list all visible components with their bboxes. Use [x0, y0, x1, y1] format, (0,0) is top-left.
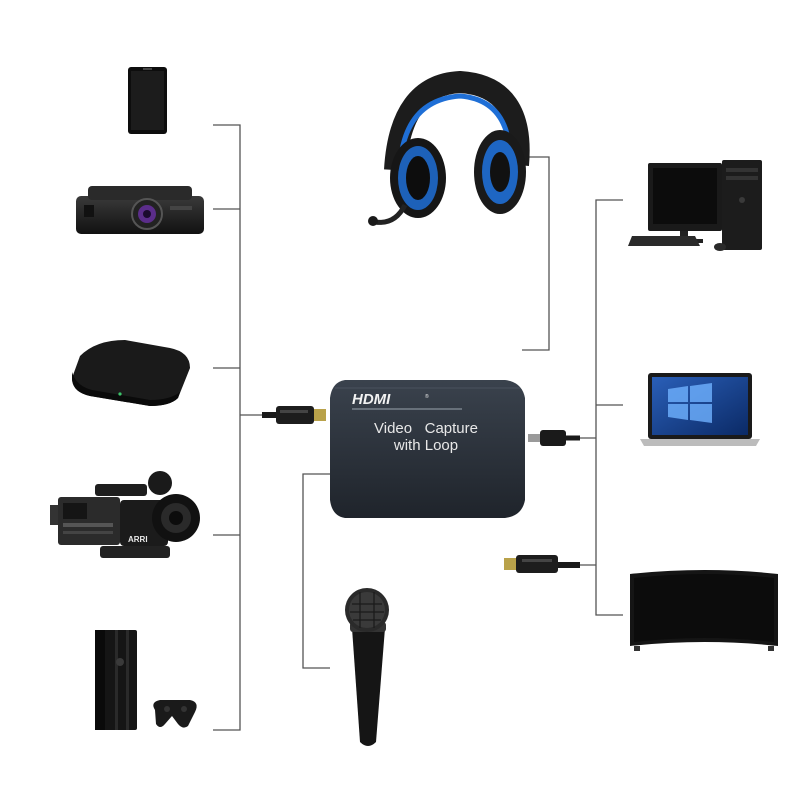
connector-lines [213, 124, 623, 731]
curved-tv-device [630, 570, 778, 651]
right-bus-line [580, 199, 623, 616]
headset-bracket-line [522, 156, 550, 351]
capture-box-title-line1: Video Capture [374, 420, 478, 437]
video-camera-device: ARRI [50, 471, 200, 558]
svg-text:ARRI: ARRI [128, 535, 148, 544]
projector-device [76, 186, 204, 234]
capture-box: HDMI ® Video Capture with Loop [330, 380, 525, 518]
capture-box-title-line2: with Loop [393, 437, 458, 454]
microphone-bracket-line [302, 473, 330, 669]
laptop-device [640, 373, 760, 446]
gaming-headset-device [368, 70, 530, 226]
hdmi-logo: HDMI [352, 391, 391, 408]
left-bus-line [213, 124, 262, 731]
hdmi-cable-in [262, 406, 326, 424]
hdmi-cable-out [504, 555, 580, 573]
desktop-pc-device [628, 160, 762, 251]
svg-text:®: ® [425, 393, 429, 400]
game-console-device [95, 630, 197, 730]
tv-box-device [72, 340, 190, 406]
microphone-device [345, 588, 389, 746]
usb-cable [528, 430, 580, 446]
phone-device [128, 67, 167, 134]
